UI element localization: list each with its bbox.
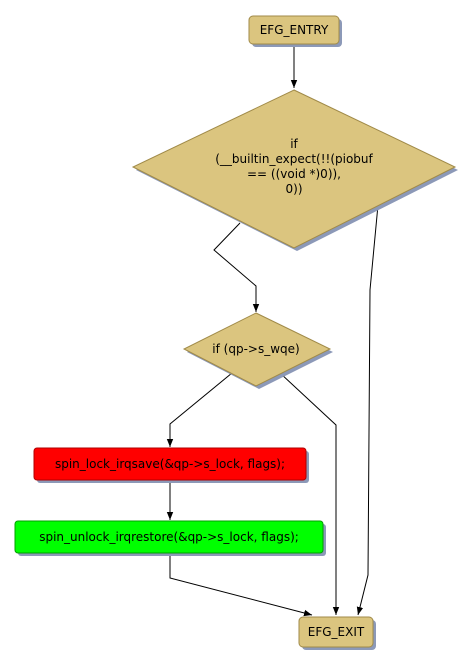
unlock-node-label: spin_unlock_irqrestore(&qp->s_lock, flag… — [39, 530, 299, 544]
entry-node[interactable]: EFG_ENTRY — [248, 15, 342, 47]
condition-2-node[interactable]: if (qp->s_wqe) — [182, 312, 333, 389]
condition-1-diamond — [131, 89, 457, 249]
condition-2-label: if (qp->s_wqe) — [212, 342, 299, 356]
edge-cond2-to-exit — [279, 372, 340, 615]
edge-cond1-to-cond2 — [213, 222, 260, 312]
condition-2-diamond — [182, 312, 332, 387]
edge-unlock-to-exit — [169, 553, 313, 617]
condition-1-line-4: 0)) — [286, 182, 303, 196]
unlock-node-box — [14, 520, 324, 554]
edge-cond1-to-exit — [356, 204, 379, 616]
unlock-node[interactable]: spin_unlock_irqrestore(&qp->s_lock, flag… — [14, 520, 326, 556]
exit-node-label: EFG_EXIT — [308, 625, 365, 639]
lock-node-label: spin_lock_irqsave(&qp->s_lock, flags); — [55, 457, 285, 471]
lock-node-box — [33, 447, 307, 481]
exit-node[interactable]: EFG_EXIT — [298, 616, 376, 650]
condition-1-node[interactable]: if (__builtin_expect(!!(piobuf == ((void… — [131, 89, 458, 251]
exit-node-box — [298, 616, 374, 648]
edge-cond2-to-lock — [166, 372, 233, 447]
condition-1-line-2: (__builtin_expect(!!(piobuf — [215, 152, 373, 166]
condition-1-line-1: if — [290, 137, 298, 151]
entry-node-box — [248, 15, 340, 45]
condition-1-line-3: == ((void *)0)), — [247, 167, 341, 181]
lock-node[interactable]: spin_lock_irqsave(&qp->s_lock, flags); — [33, 447, 309, 483]
entry-node-label: EFG_ENTRY — [260, 23, 329, 37]
